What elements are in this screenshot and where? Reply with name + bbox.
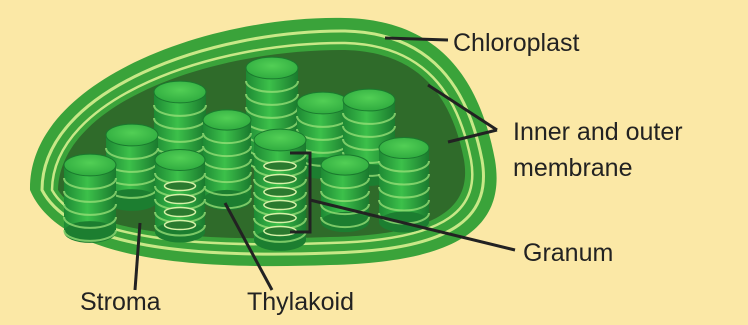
granum-stack [155,150,205,243]
chloroplast-label: Chloroplast [453,29,580,57]
chloroplast-leader-line [385,38,448,40]
granum-stack [321,155,369,232]
granum-stack [203,110,251,210]
stroma-label: Stroma [80,288,161,316]
membrane-label-line2: membrane [513,154,633,182]
granum-label: Granum [523,239,613,267]
granum-stack [64,154,116,243]
membrane-label-line1: Inner and outer [513,118,683,146]
thylakoid-label: Thylakoid [247,288,354,316]
